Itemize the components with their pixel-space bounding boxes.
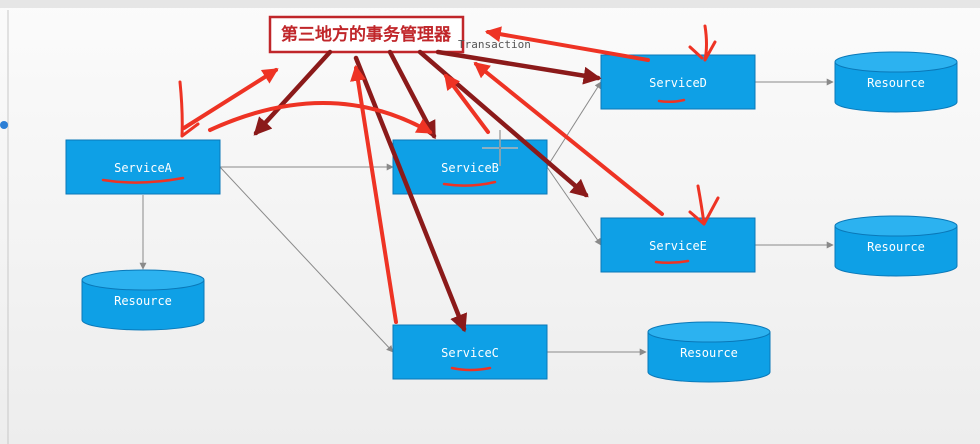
resource-d-top: [834, 51, 958, 73]
arrow-manager-to-d: [435, 49, 602, 85]
resource-e-body: [834, 226, 958, 277]
resource-c-body: [647, 332, 771, 383]
underline-service-a: [101, 176, 185, 184]
check-annotations: [178, 24, 720, 226]
connectors: [139, 78, 834, 356]
connector-b-e: [546, 166, 602, 246]
resource-e-label: Resource: [867, 240, 925, 254]
service-c-label: ServiceC: [441, 346, 499, 360]
resource-a-body: [81, 280, 205, 331]
underline-service-d: [657, 98, 686, 104]
response-arrows: [182, 26, 664, 324]
transaction-manager-box[interactable]: [268, 15, 465, 54]
resource-c-label: Resource: [680, 346, 738, 360]
top-frame: [0, 0, 980, 8]
check-mark-d: [703, 24, 717, 62]
underline-service-b: [442, 180, 497, 187]
resource-a-top: [81, 269, 205, 291]
underline-service-e: [654, 259, 690, 265]
move-cursor-icon: [482, 130, 518, 166]
resource-d[interactable]: Resource: [834, 51, 958, 113]
service-a[interactable]: ServiceA: [65, 139, 221, 195]
arrow-b-to-manager: [444, 73, 490, 134]
resource-a[interactable]: Resource: [81, 269, 205, 331]
check-mark-e-tick: [688, 210, 706, 226]
check-mark-a: [178, 80, 200, 138]
arrow-manager-to-c: [353, 55, 468, 333]
check-mark-d-tick: [688, 45, 704, 60]
transaction-label: Transaction: [458, 38, 531, 51]
transaction-manager[interactable]: 第三地方的事务管理器: [268, 15, 465, 54]
resource-d-body: [834, 62, 958, 113]
arrow-manager-to-a: [253, 49, 333, 136]
arrow-c-to-manager: [350, 64, 398, 324]
service-d-label: ServiceD: [649, 76, 707, 90]
service-e[interactable]: ServiceE: [600, 217, 756, 273]
resource-a-label: Resource: [114, 294, 172, 308]
service-a-label: ServiceA: [114, 161, 173, 175]
resource-e[interactable]: Resource: [834, 215, 958, 277]
arrow-d-to-manager: [484, 26, 650, 62]
resource-c[interactable]: Resource: [647, 321, 771, 383]
connector-a-c: [219, 166, 394, 353]
arrow-a-to-b-curve: [208, 101, 433, 134]
resource-d-label: Resource: [867, 76, 925, 90]
service-e-label: ServiceE: [649, 239, 707, 253]
service-c[interactable]: ServiceC: [392, 324, 548, 380]
service-a-box[interactable]: [65, 139, 221, 195]
service-b-label: ServiceB: [441, 161, 499, 175]
resize-handle[interactable]: [0, 121, 8, 129]
resource-e-top: [834, 215, 958, 237]
resource-c-top: [647, 321, 771, 343]
transaction-manager-label: 第三地方的事务管理器: [281, 24, 452, 45]
underline-annotations: [101, 98, 690, 372]
arrow-e-to-manager: [473, 61, 664, 216]
underline-service-c: [450, 366, 492, 372]
connector-b-d: [546, 81, 602, 168]
arrow-a-to-manager: [182, 68, 279, 130]
